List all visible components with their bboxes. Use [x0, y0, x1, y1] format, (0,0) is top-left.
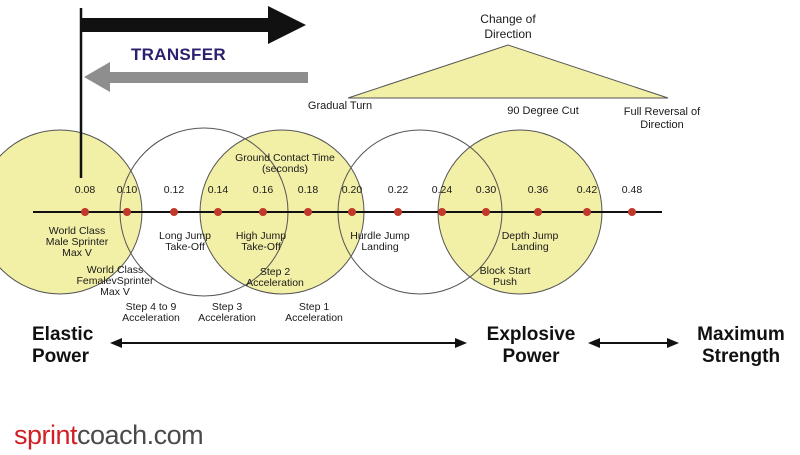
- contact-time-point: [259, 208, 267, 216]
- block-start-label: Block Start Push: [479, 265, 531, 288]
- transfer-arrow-right-head: [268, 6, 306, 44]
- tick-label: 0.10: [116, 184, 138, 196]
- hurdle-jump-label: Hurdle Jump Landing: [350, 230, 410, 253]
- long-jump-label: Long Jump Take-Off: [159, 230, 211, 253]
- contact-time-point: [123, 208, 131, 216]
- tick-label: 0.36: [527, 184, 549, 196]
- contact-time-point: [304, 208, 312, 216]
- elastic-power-label: Elastic Power: [32, 324, 94, 367]
- tick-label: 0.14: [207, 184, 229, 196]
- logo-part-coach: coach.com: [77, 420, 204, 450]
- change-of-direction-title: Change of Direction: [480, 12, 536, 41]
- contact-time-point: [438, 208, 446, 216]
- step4to9-label: Step 4 to 9 Acceleration: [122, 301, 180, 324]
- tick-label: 0.16: [252, 184, 274, 196]
- transfer-arrow-right-shaft: [82, 18, 270, 32]
- transfer-arrow-left-head: [84, 62, 110, 92]
- logo-part-sprint: sprint: [14, 420, 78, 450]
- ninety-degree-cut-label: 90 Degree Cut: [507, 105, 579, 117]
- explosive-maximum-arrow-left-head: [588, 338, 600, 348]
- tick-label: 0.30: [475, 184, 497, 196]
- contact-time-point: [534, 208, 542, 216]
- sprintcoach-logo: sprintcoach.com: [14, 420, 204, 451]
- ground-contact-time-unit: (seconds): [261, 163, 309, 175]
- tick-label: 0.42: [576, 184, 598, 196]
- tick-label: 0.18: [297, 184, 319, 196]
- step3-label: Step 3 Acceleration: [198, 301, 256, 324]
- contact-time-point: [628, 208, 636, 216]
- contact-time-point: [394, 208, 402, 216]
- tick-label: 0.22: [387, 184, 409, 196]
- direction-triangle: [347, 44, 669, 99]
- explosive-maximum-arrow-right-head: [667, 338, 679, 348]
- tick-label: 0.24: [431, 184, 453, 196]
- contact-time-point: [81, 208, 89, 216]
- step2-label: Step 2 Acceleration: [246, 266, 304, 289]
- contact-time-point: [170, 208, 178, 216]
- transfer-label: TRANSFER: [131, 45, 226, 64]
- gradual-turn-label: Gradual Turn: [307, 100, 373, 112]
- step1-label: Step 1 Acceleration: [285, 301, 343, 324]
- tick-label: 0.20: [341, 184, 363, 196]
- tick-label: 0.08: [74, 184, 96, 196]
- depth-jump-label: Depth Jump Landing: [501, 230, 559, 253]
- contact-time-point: [348, 208, 356, 216]
- high-jump-label: High Jump Take-Off: [235, 230, 287, 253]
- male-sprinter-label: World Class Male Sprinter Max V: [45, 225, 109, 259]
- elastic-explosive-arrow-right-head: [455, 338, 467, 348]
- elastic-explosive-arrow-left-head: [110, 338, 122, 348]
- contact-time-point: [482, 208, 490, 216]
- tick-label: 0.48: [621, 184, 643, 196]
- transfer-arrow-left-shaft: [108, 72, 308, 83]
- explosive-power-label: Explosive Power: [486, 324, 576, 367]
- female-sprinter-label: World Class FemalevSprinter Max V: [76, 264, 154, 298]
- contact-time-point: [214, 208, 222, 216]
- maximum-strength-label: Maximum Strength: [697, 324, 785, 367]
- ground-contact-time-title: Ground Contact Time: [235, 152, 335, 164]
- full-reversal-label: Full Reversal of Direction: [623, 106, 701, 131]
- contact-time-point: [583, 208, 591, 216]
- tick-label: 0.12: [163, 184, 185, 196]
